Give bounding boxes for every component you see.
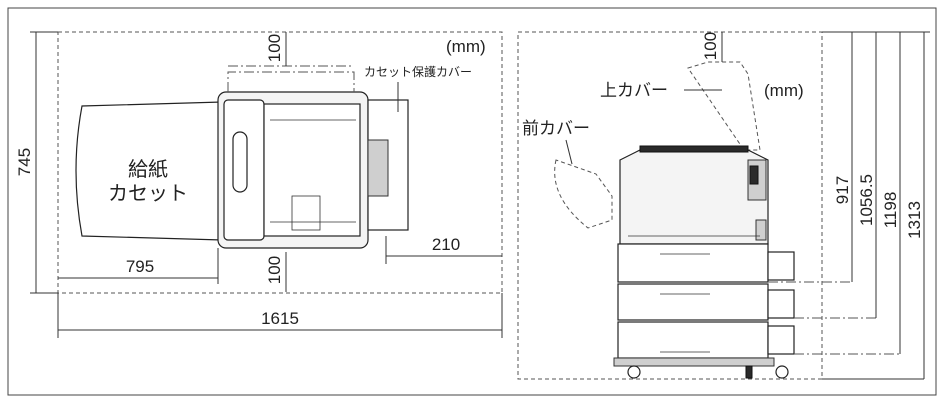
dim-795: 795 [126,257,154,276]
dim-top-100: 100 [265,34,284,62]
stabilizer-foot [745,365,753,379]
top-reference-line [227,71,355,92]
printer-top-detail [291,195,321,231]
paper-deck-1 [617,243,769,283]
dim-1615: 1615 [261,309,299,328]
printer-side-detail [755,219,767,241]
side-dim-100: 100 [701,32,720,60]
top-view-clearance-area [57,31,503,294]
top-cover-opened [687,61,761,151]
dim-bottom-100: 100 [265,256,284,284]
top-view-unit: (mm) [446,37,486,56]
cassette-label-line1: 給紙 [128,158,168,181]
cover-detail [367,139,389,197]
printer-base [613,357,775,367]
paper-deck-3 [617,321,769,359]
front-cover-opened [554,159,613,229]
printer-side-body [619,149,769,245]
dim-210: 210 [432,235,460,254]
paper-cassette-shape [75,101,223,241]
dim-1198: 1198 [881,192,900,229]
side-view-clearance-area [517,31,823,380]
top-view: 給紙 カセット カセット保護カバー 100 100 (mm) 745 [15,31,503,338]
top-cover-label: 上カバー [600,81,668,100]
front-cover-label: 前カバー [522,119,590,138]
cover-label: カセット保護カバー [364,64,472,79]
dim-1313: 1313 [905,201,924,239]
front-cover-leader [565,139,573,165]
side-view: 上カバー 前カバー (mm) 100 [517,31,930,380]
cassette-label-line2: カセット [108,183,188,205]
paper-deck-3-ext [767,325,795,355]
side-view-unit: (mm) [764,81,804,100]
wheel-front [627,365,641,379]
printer-top-strip [639,145,749,153]
dim-1056-5: 1056.5 [857,174,876,226]
printer-handle [232,131,248,193]
dim-745: 745 [15,148,34,176]
dim-917: 917 [833,176,852,204]
printer-side-connector [749,165,759,185]
wheel-rear [775,365,789,379]
paper-deck-1-ext [767,251,795,281]
printer-top-cover [263,103,361,237]
paper-deck-2 [617,283,769,321]
outer-frame [7,7,937,396]
paper-deck-2-ext [767,289,795,319]
